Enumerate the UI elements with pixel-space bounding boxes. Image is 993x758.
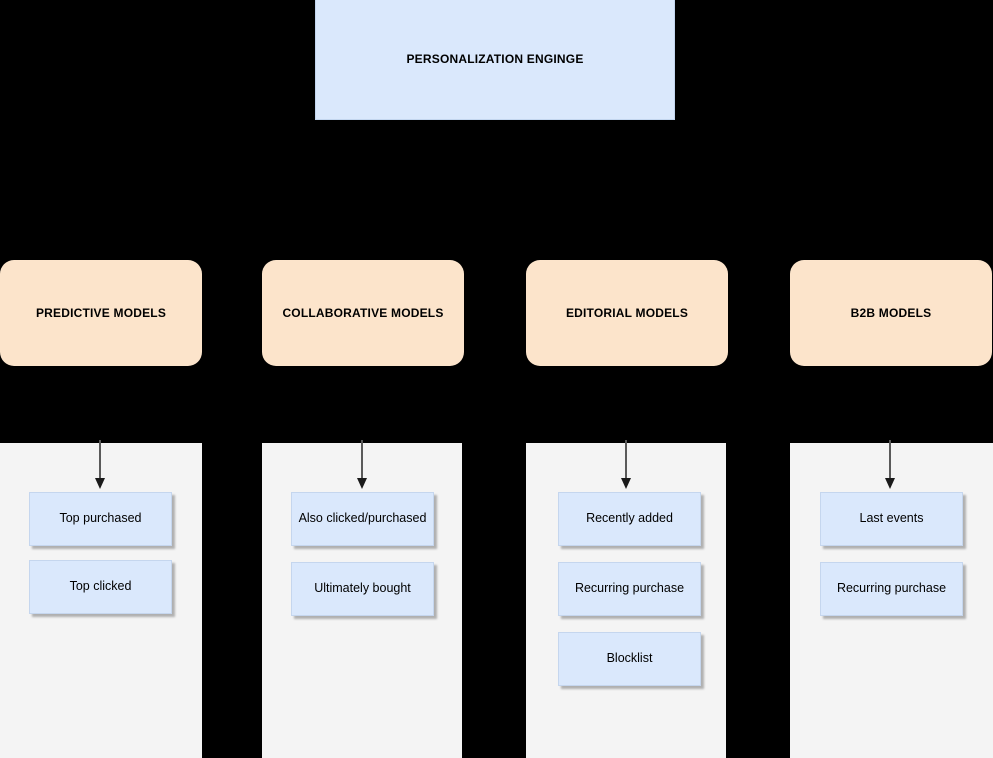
list-item[interactable]: Also clicked/purchased <box>291 492 434 546</box>
arrow-head <box>885 478 895 489</box>
arrow-line <box>889 440 891 480</box>
model-box-predictive[interactable]: PREDICTIVE MODELS <box>0 260 202 366</box>
list-item-label: Also clicked/purchased <box>298 511 427 526</box>
list-item[interactable]: Top clicked <box>29 560 172 614</box>
model-box-b2b-label: B2B MODELS <box>850 306 932 320</box>
model-box-b2b[interactable]: B2B MODELS <box>790 260 992 366</box>
model-box-predictive-label: PREDICTIVE MODELS <box>35 306 167 320</box>
arrow-line <box>99 440 101 480</box>
model-box-collaborative-label: COLLABORATIVE MODELS <box>282 306 444 320</box>
list-item[interactable]: Blocklist <box>558 632 701 686</box>
model-box-editorial-label: EDITORIAL MODELS <box>565 306 689 320</box>
arrow-line <box>625 440 627 480</box>
arrow-down-icon-predictive <box>93 440 107 492</box>
list-item-label: Recurring purchase <box>574 581 685 596</box>
list-item-label: Top clicked <box>69 579 132 594</box>
list-item-label: Ultimately bought <box>314 581 411 596</box>
list-item[interactable]: Recurring purchase <box>820 562 963 616</box>
arrow-down-icon-editorial <box>619 440 633 492</box>
arrow-line <box>361 440 363 480</box>
list-item[interactable]: Last events <box>820 492 963 546</box>
model-box-collaborative[interactable]: COLLABORATIVE MODELS <box>262 260 464 366</box>
list-item[interactable]: Top purchased <box>29 492 172 546</box>
list-item-label: Top purchased <box>59 511 142 526</box>
list-item-label: Recently added <box>586 511 673 526</box>
arrow-head <box>95 478 105 489</box>
arrow-down-icon-b2b <box>883 440 897 492</box>
arrow-head <box>357 478 367 489</box>
arrow-down-icon-collaborative <box>355 440 369 492</box>
list-item-label: Last events <box>859 511 924 526</box>
list-item-label: Recurring purchase <box>836 581 947 596</box>
arrow-head <box>621 478 631 489</box>
list-item[interactable]: Recurring purchase <box>558 562 701 616</box>
personalization-engine-label: PERSONALIZATION ENGINGE <box>406 52 584 66</box>
list-item[interactable]: Ultimately bought <box>291 562 434 616</box>
personalization-engine-box[interactable]: PERSONALIZATION ENGINGE <box>315 0 675 120</box>
list-item[interactable]: Recently added <box>558 492 701 546</box>
list-item-label: Blocklist <box>606 651 653 666</box>
model-box-editorial[interactable]: EDITORIAL MODELS <box>526 260 728 366</box>
